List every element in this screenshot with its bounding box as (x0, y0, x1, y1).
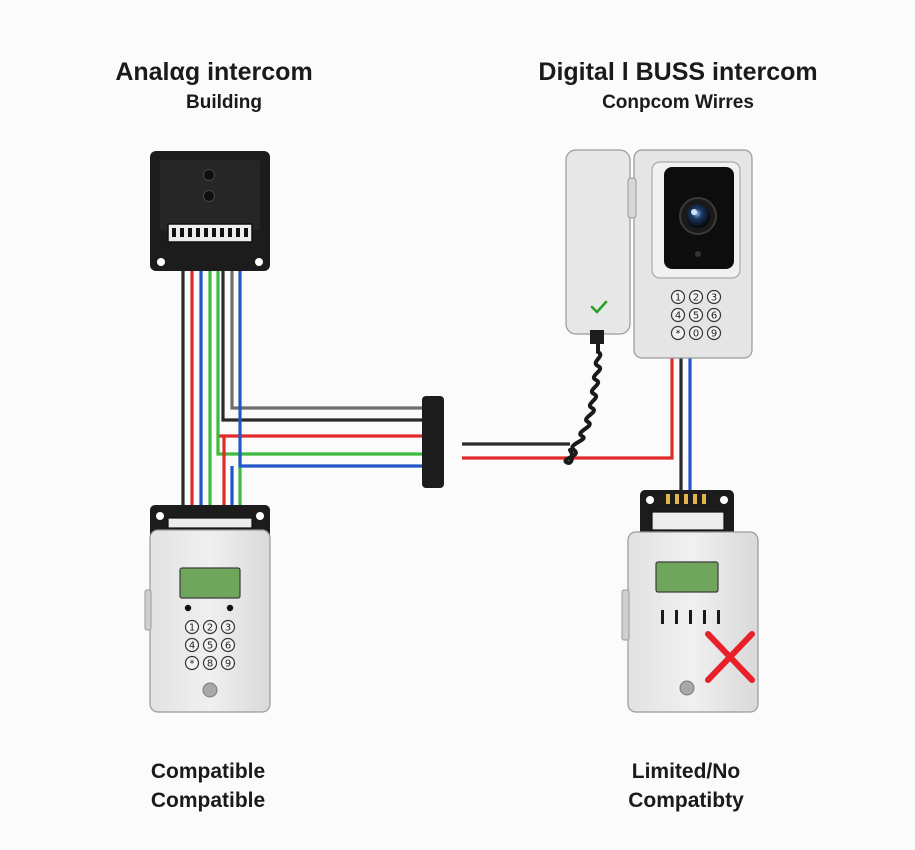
intercom-handset[interactable] (565, 149, 631, 344)
keypad-key-label: 1 (675, 293, 681, 304)
keypad-key[interactable] (220, 619, 236, 635)
keypad-key[interactable] (184, 637, 200, 653)
keypad-key[interactable] (688, 307, 704, 323)
call-button[interactable] (679, 680, 695, 696)
analog-wire-bundle (181, 238, 426, 520)
screw-hole (157, 258, 165, 266)
bus-wire-red (462, 356, 674, 460)
keypad-key[interactable] (706, 325, 722, 341)
camera-sensor (695, 251, 701, 257)
keypad-key-label: 9 (711, 329, 717, 340)
keypad-key-label: 3 (225, 623, 231, 634)
keypad-key-label: 5 (207, 641, 213, 652)
central-junction-connector (422, 396, 444, 488)
keypad-key[interactable] (220, 637, 236, 653)
keypad-key-label: 5 (693, 311, 699, 322)
indicator-dot (184, 604, 192, 612)
keypad-key-label: 4 (189, 641, 195, 652)
left-caption-line-2: Compatible (150, 789, 266, 812)
lcd-display (179, 567, 241, 599)
video-intercom-unit: 1 2 3 4 5 6 * 0 9 (627, 149, 753, 359)
indicator-dot (226, 604, 234, 612)
keypad-key[interactable] (184, 655, 200, 671)
keypad-key-label: * (190, 659, 195, 670)
keypad-key[interactable] (688, 289, 704, 305)
keypad-key-label: 3 (711, 293, 717, 304)
lcd-display (655, 561, 719, 593)
analog-intercom-subtitle: Building (186, 92, 262, 113)
keypad-key[interactable] (706, 289, 722, 305)
keypad-key-label: 2 (693, 293, 699, 304)
screw-hole (256, 512, 264, 520)
indicator-led-bottom (203, 190, 215, 202)
wire-blue-branch (238, 238, 426, 468)
keypad-key-label: 6 (711, 311, 717, 322)
analog-intercom-title: Analαg intercom (115, 58, 313, 86)
keypad-key[interactable] (670, 325, 686, 341)
keypad-key[interactable] (670, 307, 686, 323)
keypad-key[interactable] (688, 325, 704, 341)
keypad-key-label: 8 (207, 659, 213, 670)
call-button[interactable] (202, 682, 218, 698)
keypad-key[interactable] (202, 637, 218, 653)
keypad-key[interactable] (184, 619, 200, 635)
digital-intercom-subtitle: Conpcom Wirres (602, 92, 754, 113)
analog-building-module (150, 151, 270, 271)
digital-door-station (621, 490, 759, 713)
wire-green-branch (216, 238, 242, 520)
indicator-led-top (203, 169, 215, 181)
keypad-key-label: * (676, 329, 681, 340)
right-caption-line-2: Compatibty (628, 789, 744, 812)
left-compatibility-caption: Compatible Compatible (98, 757, 318, 815)
handset-coiled-cord (563, 336, 603, 465)
analog-door-station: 1 2 3 4 5 6 * 8 9 (144, 505, 271, 713)
keypad-key-label: 0 (693, 329, 699, 340)
keypad-key[interactable] (670, 289, 686, 305)
keypad: 1 2 3 4 5 6 * 0 9 (670, 289, 722, 341)
check-icon (590, 300, 608, 314)
digital-intercom-title: Digital l BUSS intercom (538, 58, 818, 86)
screw-hole (720, 496, 728, 504)
keypad: 1 2 3 4 5 6 * 8 9 (184, 619, 236, 671)
bus-wire-pair (462, 356, 692, 492)
wire-black-branch (221, 238, 426, 422)
wire-gray-branch (230, 238, 426, 410)
screw-hole (646, 496, 654, 504)
keypad-key[interactable] (202, 655, 218, 671)
screw-hole (255, 258, 263, 266)
right-compatibility-caption: Limited/No Compatibty (576, 757, 796, 815)
keypad-key-label: 6 (225, 641, 231, 652)
keypad-key-label: 9 (225, 659, 231, 670)
keypad-key[interactable] (220, 655, 236, 671)
right-caption-line-1: Limited/No (631, 760, 741, 783)
keypad-key-label: 1 (189, 623, 195, 634)
left-caption-line-1: Compatible (150, 760, 266, 783)
keypad-key-label: 4 (675, 311, 681, 322)
keypad-key-label: 2 (207, 623, 213, 634)
keypad-key[interactable] (202, 619, 218, 635)
incompatible-x-icon (705, 631, 755, 683)
keypad-key[interactable] (706, 307, 722, 323)
screw-hole (156, 512, 164, 520)
